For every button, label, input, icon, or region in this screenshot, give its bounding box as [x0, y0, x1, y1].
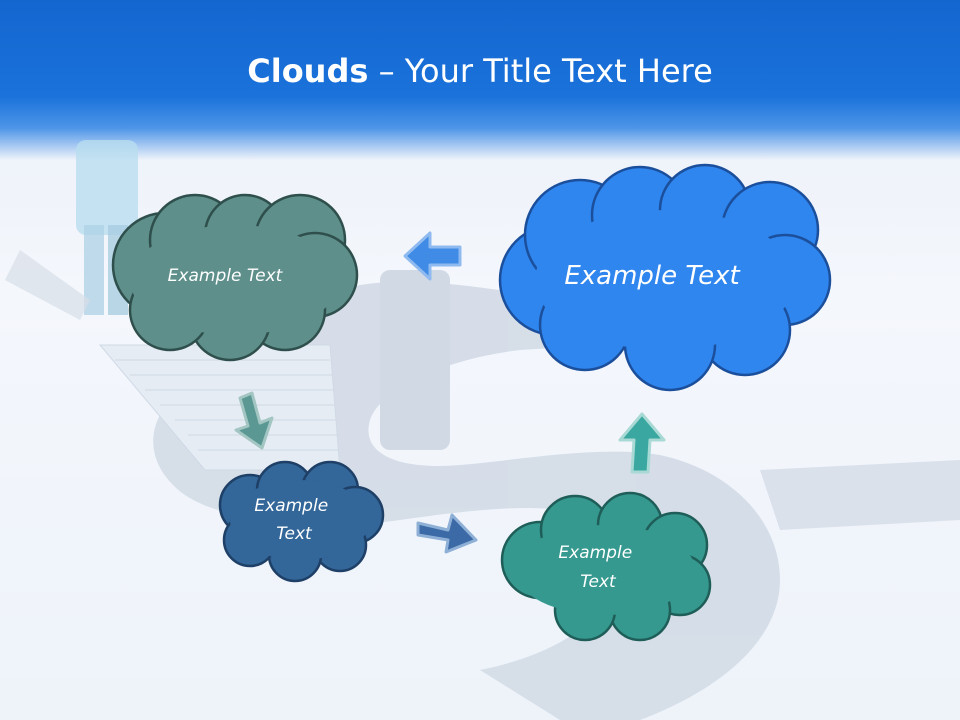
cloud-2-line: Example — [254, 496, 328, 516]
cloud-1[interactable]: Example Text — [111, 193, 359, 362]
arrow-right-icon — [416, 513, 478, 554]
cloud-2-line: Text — [276, 524, 313, 544]
cloud-3-shape — [500, 491, 712, 642]
title-separator: – — [368, 52, 405, 90]
cloud-2-shape — [218, 460, 385, 583]
cloud-1-text: Example Text — [168, 266, 284, 286]
header-bar — [0, 0, 960, 160]
page-title: Clouds – Your Title Text Here — [0, 52, 960, 90]
cloud-2-text: Example Text — [254, 496, 333, 544]
title-bold: Clouds — [247, 52, 369, 90]
cloud-4[interactable]: Example Text — [498, 163, 832, 392]
cloud-2[interactable]: Example Text — [218, 460, 385, 583]
cloud-4-shape — [498, 163, 832, 392]
cloud-1-shape — [111, 193, 359, 362]
cloud-4-text: Example Text — [564, 261, 740, 291]
cloud-4-line: Example Text — [564, 261, 740, 291]
cloud-3-text: Example Text — [558, 543, 637, 592]
arrow-down-icon — [234, 391, 274, 450]
cloud-3-line: Example — [558, 543, 632, 563]
cloud-3[interactable]: Example Text — [500, 491, 712, 642]
arrow-up-icon — [618, 412, 666, 474]
arrow-left-icon — [403, 231, 462, 281]
cloud-3-line: Text — [580, 572, 617, 592]
title-rest: Your Title Text Here — [404, 52, 713, 90]
cloud-1-line: Example Text — [168, 266, 284, 286]
